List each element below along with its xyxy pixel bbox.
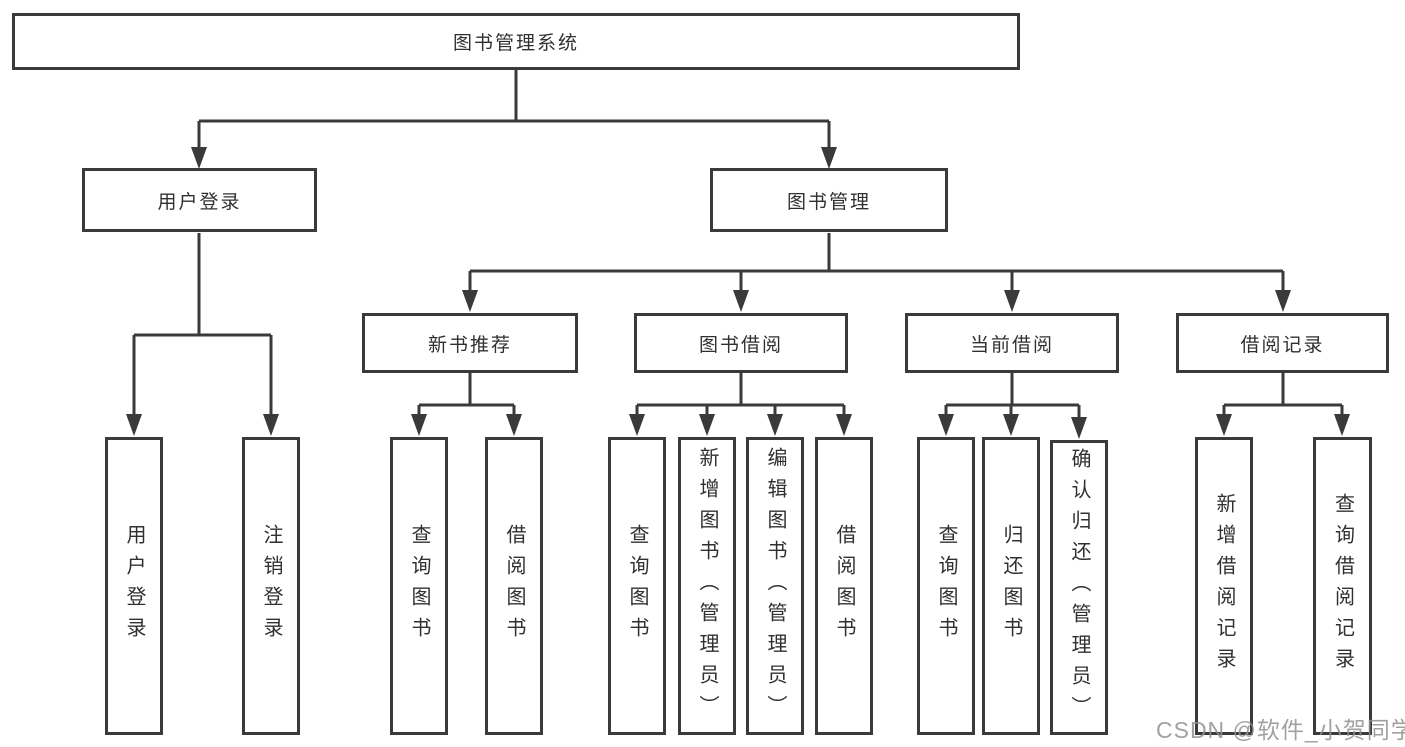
node-borrowing-records: 借阅记录	[1176, 313, 1389, 373]
node-leaf-confirm-return-admin: 确认归还（管理员）	[1050, 440, 1108, 735]
node-current-borrowing: 当前借阅	[905, 313, 1119, 373]
node-label: 查询图书	[935, 524, 957, 648]
node-leaf-add-borrow-record: 新增借阅记录	[1195, 437, 1253, 735]
node-label: 新增借阅记录	[1213, 493, 1235, 679]
arrow-heads	[126, 147, 1350, 439]
node-leaf-borrow-books-2: 借阅图书	[815, 437, 873, 735]
node-label: 新书推荐	[427, 334, 512, 356]
node-label: 注销登录	[260, 524, 282, 648]
node-leaf-logout: 注销登录	[242, 437, 300, 735]
node-leaf-query-books-3: 查询图书	[917, 437, 975, 735]
node-label: 确认归还（管理员）	[1068, 448, 1090, 727]
node-label: 新增图书（管理员）	[696, 446, 718, 726]
node-leaf-return-books: 归还图书	[982, 437, 1040, 735]
node-leaf-add-books-admin: 新增图书（管理员）	[678, 437, 736, 735]
node-label: 查询图书	[408, 524, 430, 648]
node-new-book-recommend: 新书推荐	[362, 313, 578, 373]
node-label: 编辑图书（管理员）	[764, 446, 786, 726]
node-label: 用户登录	[123, 524, 145, 648]
node-label: 借阅图书	[833, 524, 855, 648]
node-user-login-branch: 用户登录	[82, 168, 317, 232]
node-library-system: 图书管理系统	[12, 13, 1020, 70]
node-label: 查询图书	[626, 524, 648, 648]
node-leaf-edit-books-admin: 编辑图书（管理员）	[746, 437, 804, 735]
node-book-borrowing: 图书借阅	[634, 313, 848, 373]
node-book-management: 图书管理	[710, 168, 948, 232]
node-label: 借阅图书	[503, 524, 525, 648]
node-label: 图书管理系统	[452, 33, 579, 54]
node-leaf-user-login: 用户登录	[105, 437, 163, 735]
node-leaf-query-books-1: 查询图书	[390, 437, 448, 735]
csdn-watermark: CSDN @软件_小贺同学	[1156, 717, 1405, 743]
node-label: 当前借阅	[969, 334, 1054, 356]
node-leaf-query-books-2: 查询图书	[608, 437, 666, 735]
node-label: 用户登录	[157, 191, 242, 213]
node-label: 归还图书	[1000, 524, 1022, 648]
node-label: 图书借阅	[698, 334, 783, 356]
node-label: 图书管理	[786, 191, 871, 213]
node-leaf-query-borrow-record: 查询借阅记录	[1313, 437, 1372, 735]
node-leaf-borrow-books-1: 借阅图书	[485, 437, 543, 735]
node-label: 查询借阅记录	[1331, 493, 1354, 679]
node-label: 借阅记录	[1240, 334, 1325, 356]
tree-edges	[132, 70, 1344, 422]
